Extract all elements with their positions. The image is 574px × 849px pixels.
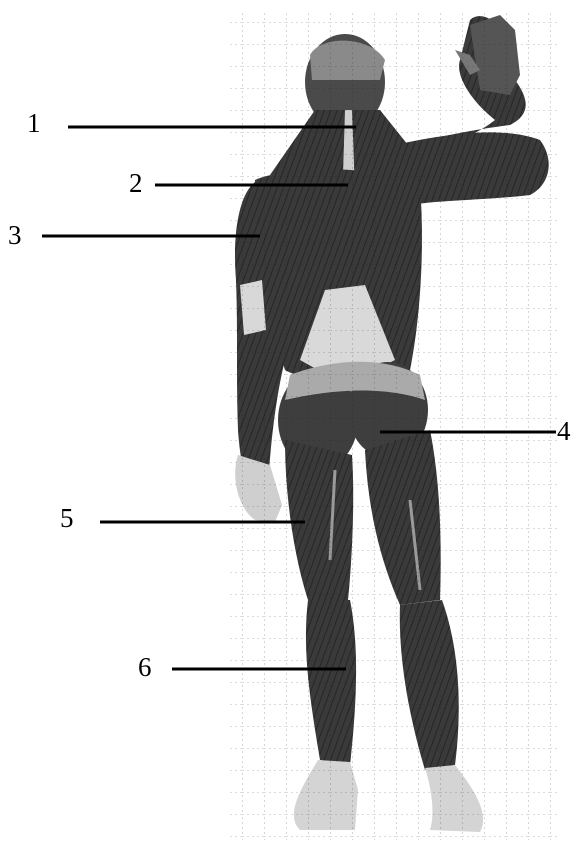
label-5: 5	[60, 505, 74, 532]
label-4: 4	[557, 418, 571, 445]
label-6: 6	[138, 654, 152, 681]
label-2: 2	[129, 170, 143, 197]
label-1: 1	[27, 110, 41, 137]
label-3: 3	[8, 222, 22, 249]
grid-overlay	[230, 10, 560, 840]
